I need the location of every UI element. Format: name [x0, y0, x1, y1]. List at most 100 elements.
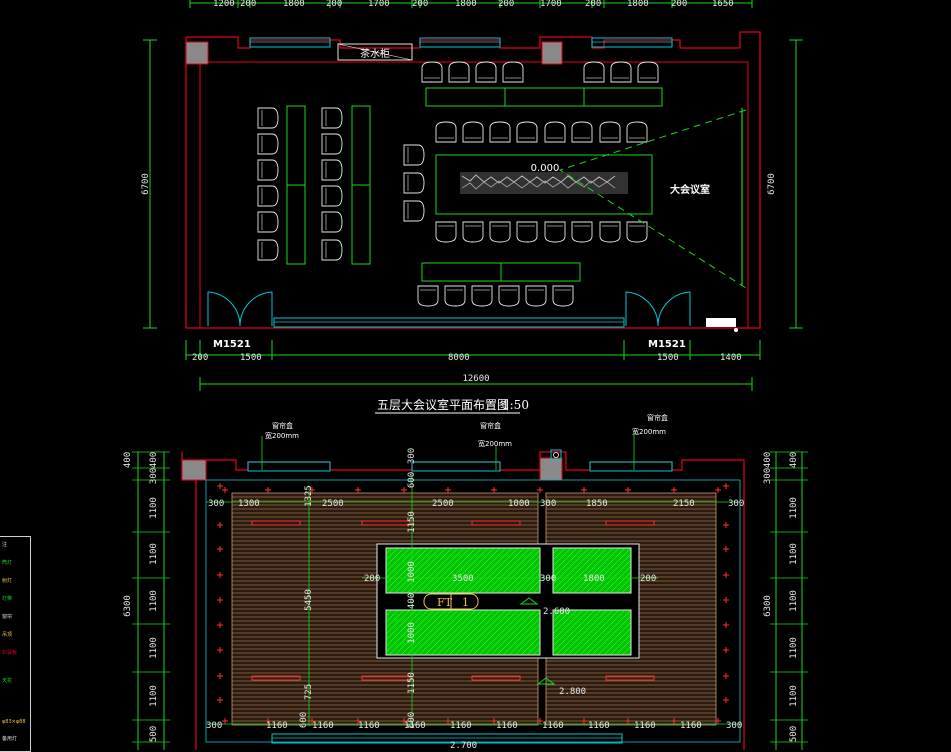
chair	[444, 285, 466, 307]
dim-label: 1800	[455, 0, 477, 9]
chair	[321, 239, 343, 261]
dim-label: 600	[407, 472, 417, 488]
window	[411, 461, 501, 472]
hatch-line	[454, 547, 501, 594]
dim-label: 1150	[407, 511, 417, 533]
dim-label: 600	[407, 712, 417, 728]
chair	[257, 159, 279, 181]
downlights	[217, 483, 729, 724]
dim-label: 300	[407, 448, 417, 464]
chair	[489, 121, 511, 143]
bottom-window	[273, 317, 625, 328]
hatch-line	[490, 547, 537, 594]
dim-label: 200	[671, 0, 687, 9]
hatch-line	[552, 609, 596, 653]
hatch-line	[460, 547, 507, 594]
dim-label: 1000	[407, 561, 417, 583]
hatch-line	[478, 609, 525, 656]
door-right-label: M1521	[648, 339, 686, 350]
legend-item: 吊顶	[2, 632, 13, 638]
hatch-line	[502, 555, 541, 594]
dim-label: 1160	[404, 721, 426, 731]
hatch-line	[484, 609, 531, 656]
dim-label: 200	[585, 0, 601, 9]
hatch-line	[400, 547, 447, 594]
dim-label: 400	[149, 452, 159, 468]
plan-scale: 1:50	[502, 398, 529, 412]
dim-label: 300	[540, 499, 556, 509]
hatch-line	[388, 547, 435, 594]
dim-label: 1850	[586, 499, 608, 509]
dim-label: 500	[789, 726, 799, 742]
dim-label: 300	[763, 468, 773, 484]
hatch-line	[385, 609, 393, 617]
column	[181, 459, 207, 481]
hatch-line	[460, 609, 507, 656]
dim-label: 1160	[266, 721, 288, 731]
dim-label: 1700	[540, 0, 562, 9]
hatch-line	[532, 647, 541, 656]
chair	[403, 144, 425, 166]
hatch-line	[621, 583, 632, 594]
hatch-line	[520, 635, 541, 656]
column-marker-dot	[553, 452, 559, 458]
dim-label: 500	[149, 726, 159, 742]
dim-label: 1160	[312, 721, 334, 731]
legend-item: 备用灯	[2, 736, 18, 742]
hatch-line	[555, 609, 602, 656]
light-strip	[471, 520, 521, 526]
hatch-line	[561, 547, 608, 594]
hatch-line	[552, 547, 584, 579]
hatch-line	[591, 615, 632, 656]
ceiling-panel-green	[552, 547, 632, 594]
left-height-dim: 6700	[141, 173, 151, 195]
dim-label: 300	[208, 499, 224, 509]
dim-label: 200	[192, 353, 208, 363]
hatch-line	[436, 547, 483, 594]
curtain-box-label: 窗帘盒	[647, 413, 668, 422]
dim-label: 1100	[149, 497, 159, 519]
hatch-line	[385, 609, 417, 641]
legend-item: 灯带	[2, 596, 13, 602]
hatch-line	[567, 547, 614, 594]
dim-label: 1100	[789, 497, 799, 519]
hatch-line	[400, 609, 447, 656]
chair	[403, 200, 425, 222]
hatch-line	[430, 609, 477, 656]
hatch-line	[388, 609, 435, 656]
hatch-line	[573, 609, 620, 656]
hatch-line	[502, 617, 541, 656]
hatch-line	[472, 547, 519, 594]
flower-pattern	[461, 174, 616, 184]
hatch-line	[526, 641, 541, 656]
dim-label: 1100	[789, 637, 799, 659]
hatch-line	[552, 547, 596, 591]
dim-label: 1325	[304, 485, 314, 507]
hatch-line	[514, 629, 541, 656]
hatch-line	[579, 609, 626, 656]
hatch-line	[552, 609, 560, 617]
chair	[552, 285, 574, 307]
conference-table	[435, 154, 653, 215]
ceiling-level-1: 2.600	[543, 607, 570, 617]
hatch-line	[412, 609, 459, 656]
light-strip	[251, 675, 301, 681]
dim-label: 1000	[407, 622, 417, 644]
chair	[626, 221, 648, 243]
hatch-line	[448, 547, 495, 594]
curtain-box-size: 宽200mm	[478, 439, 512, 448]
chair	[257, 107, 279, 129]
column	[539, 457, 563, 481]
hatch-line	[406, 547, 453, 594]
chair	[321, 133, 343, 155]
dim-label: 1700	[368, 0, 390, 9]
chair	[471, 285, 493, 307]
hatch-line	[490, 609, 537, 656]
ft-tag-code: FT	[437, 596, 453, 609]
hatch-line	[394, 547, 441, 594]
window	[419, 37, 501, 48]
hatch-line	[552, 609, 566, 623]
dim-label: 200	[364, 574, 380, 584]
total-width-dim: 12600	[462, 374, 489, 384]
